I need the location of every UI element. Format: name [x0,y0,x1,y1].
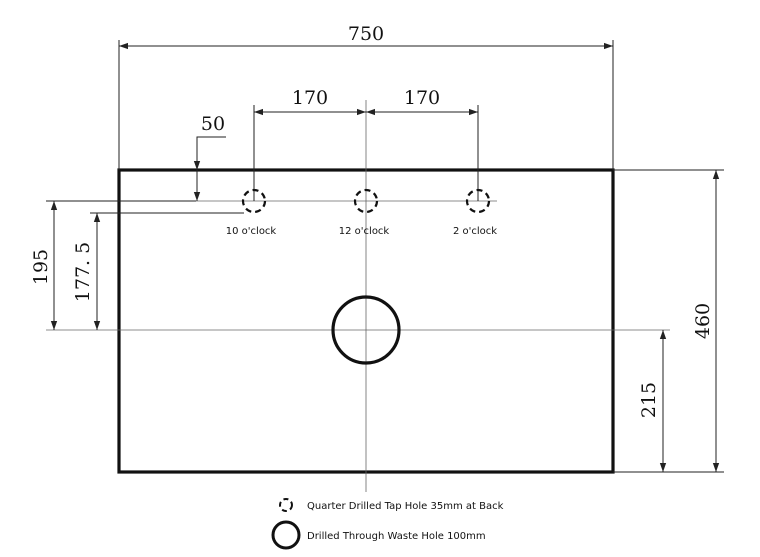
waste-hole [331,295,401,365]
tap-hole-left [241,188,267,214]
legend-tap-hole-label: Quarter Drilled Tap Hole 35mm at Back [307,501,504,512]
legend-waste-hole-label: Drilled Through Waste Hole 100mm [307,531,486,542]
taps-to-waste-label: 177. 5 [72,242,94,302]
tap-hole-right [465,188,491,214]
tap-offset-leader [196,136,226,201]
tap-spacing-right-label: 170 [404,87,440,109]
tap-label-right: 2 o'clock [453,226,497,237]
waste-from-front-label: 215 [638,382,660,418]
tap-label-center: 12 o'clock [339,226,390,237]
legend-waste-hole-icon [271,520,301,550]
waste-from-back-label: 195 [30,249,52,285]
tap-hole-center [353,188,379,214]
overall-width-label: 750 [348,23,384,45]
legend-tap-hole-icon [279,498,293,512]
tap-spacing-left-label: 170 [292,87,328,109]
overall-depth-label: 460 [692,303,714,339]
tap-label-left: 10 o'clock [226,226,277,237]
tap-offset-label: 50 [201,113,225,135]
